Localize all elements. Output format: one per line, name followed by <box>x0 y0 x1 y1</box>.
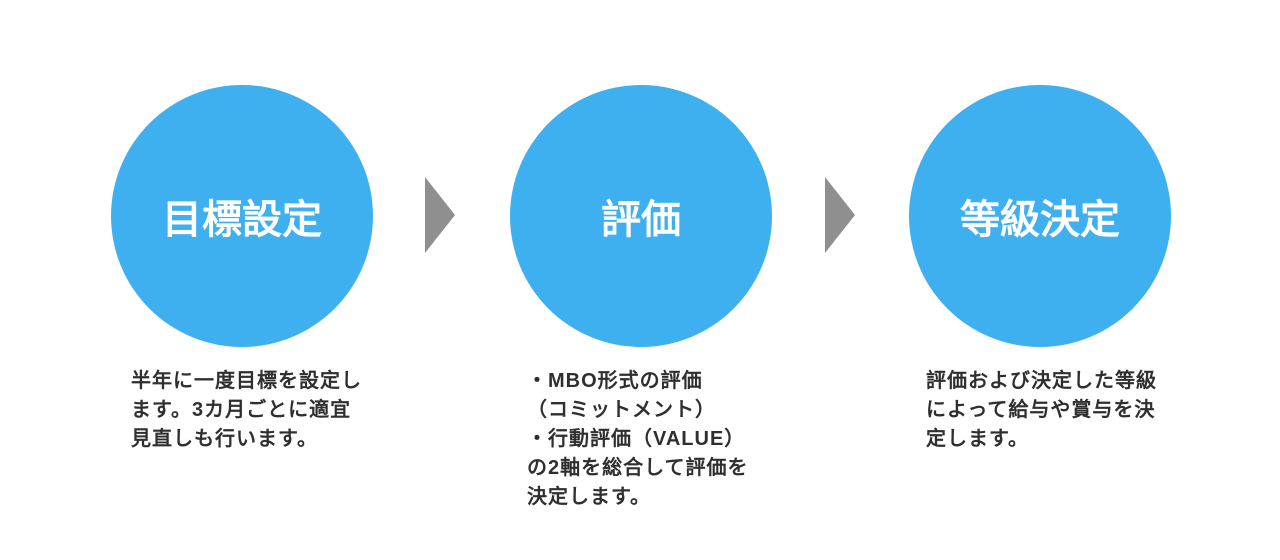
step-title-grade-decision: 等級決定 <box>960 198 1120 242</box>
step-description-evaluation: ・MBO形式の評価 （コミットメント） ・行動評価（VALUE） の2軸を総合し… <box>527 370 749 508</box>
arrow-right-icon <box>825 177 855 253</box>
arrow-right-icon <box>425 177 455 253</box>
step-title-evaluation: 評価 <box>601 198 681 242</box>
step-title-goal-setting: 目標設定 <box>162 198 322 242</box>
step-circle-evaluation: 評価 <box>510 85 772 347</box>
step-circle-goal-setting: 目標設定 <box>111 85 373 347</box>
step-description-grade-decision: 評価および決定した等級 によって給与や賞与を決 定します。 <box>926 370 1157 450</box>
step-circle-grade-decision: 等級決定 <box>909 85 1171 347</box>
step-description-goal-setting: 半年に一度目標を設定し ます。3カ月ごとに適宜 見直しも行います。 <box>131 370 362 450</box>
